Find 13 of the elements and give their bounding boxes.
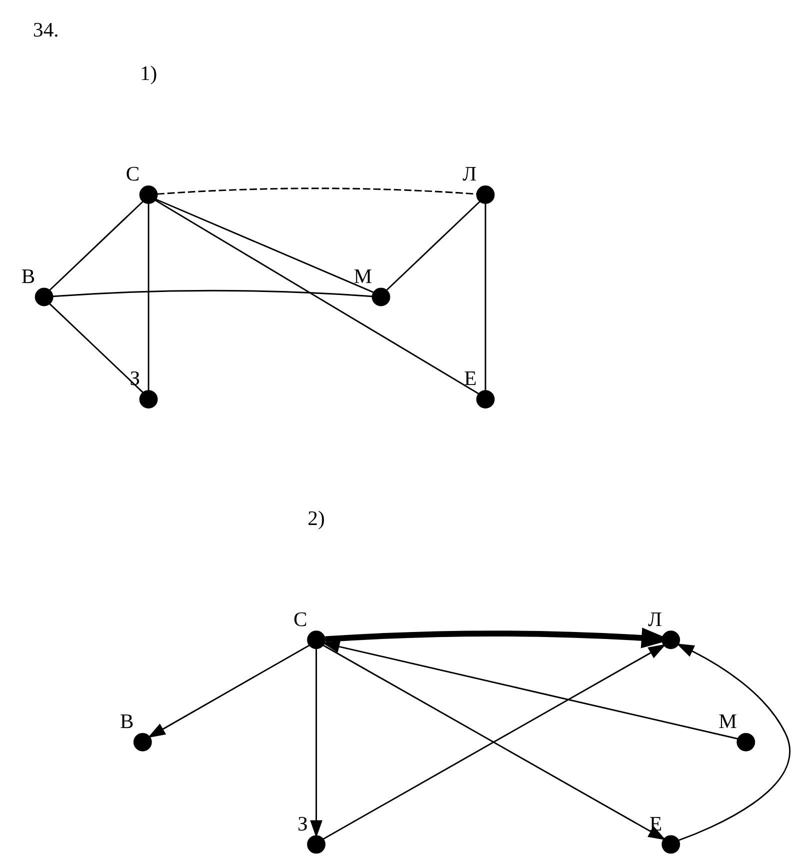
node-label: В (21, 266, 36, 288)
node-label: М (354, 266, 372, 288)
diagram-title: 34. (33, 19, 59, 42)
label: 2) (308, 508, 325, 530)
node-label: М (718, 711, 738, 734)
label: 1) (140, 62, 158, 85)
node-label: Е (464, 368, 477, 390)
node-label: Л (462, 164, 477, 186)
node-label: В (120, 711, 134, 734)
node-label: С (126, 164, 140, 186)
node-label: Л (648, 608, 662, 631)
node-label: С (294, 608, 308, 631)
node-label: З (297, 813, 308, 836)
